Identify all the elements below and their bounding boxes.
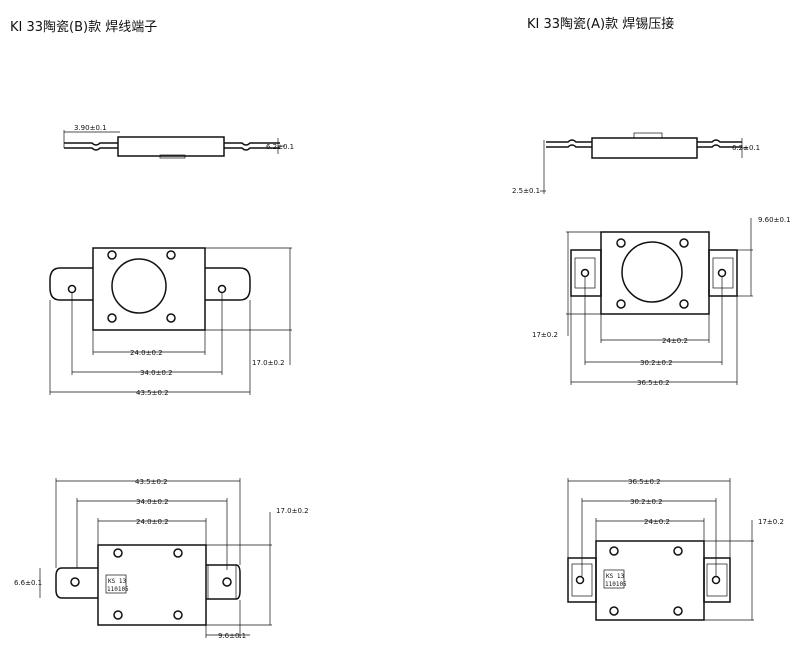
left-top-dim-4: 17.0±0.2 [252, 359, 285, 367]
left-bottom-dim-4: 17.0±0.2 [276, 507, 309, 515]
right-title: KI 33陶瓷(A)款 焊锡压接 [527, 16, 674, 32]
right-bottom-dim-1: 36.5±0.2 [628, 478, 661, 486]
right-top-view: 9.60±0.1 17±0.2 24±0.2 30.2±0.2 36.5±0.2 [532, 216, 791, 387]
left-bottom-dim-3: 24.0±0.2 [136, 518, 169, 526]
right-top-dim-3: 24±0.2 [662, 337, 688, 345]
left-bottom-dim-6: 9.6±0.1 [218, 632, 246, 640]
right-side-dim-1: 6.2±0.1 [732, 144, 760, 152]
right-bottom-label-2: 110105 [605, 581, 627, 588]
right-side-dim-2: 2.5±0.1 [512, 187, 540, 195]
right-bottom-label-1: KS 13 [606, 573, 624, 580]
right-bottom-dim-3: 24±0.2 [644, 518, 670, 526]
left-top-dim-2: 34.0±0.2 [140, 369, 173, 377]
left-bottom-label-2: 110105 [107, 586, 129, 593]
right-top-dim-1: 9.60±0.1 [758, 216, 791, 224]
right-top-dim-5: 36.5±0.2 [637, 379, 670, 387]
left-side-view: 3.90±0.1 6.2±0.1 [63, 124, 294, 159]
right-bottom-dim-4: 17±0.2 [758, 518, 784, 526]
left-bottom-dim-2: 34.0±0.2 [136, 498, 169, 506]
left-side-dim-2: 6.2±0.1 [266, 143, 294, 151]
right-top-dim-2: 17±0.2 [532, 331, 558, 339]
left-top-dim-1: 24.0±0.2 [130, 349, 163, 357]
left-bottom-label-1: KS 13 [108, 578, 126, 585]
right-side-view: 6.2±0.1 2.5±0.1 [512, 132, 760, 195]
left-bottom-view: KS 13 110105 43.5±0.2 34.0±0.2 24.0±0.2 … [14, 478, 309, 640]
left-top-dim-3: 43.5±0.2 [136, 389, 169, 397]
left-bottom-dim-1: 43.5±0.2 [135, 478, 168, 486]
left-title: KI 33陶瓷(B)款 焊线端子 [10, 19, 157, 35]
right-top-dim-4: 30.2±0.2 [640, 359, 673, 367]
left-top-view: 24.0±0.2 34.0±0.2 43.5±0.2 17.0±0.2 [49, 247, 292, 397]
left-side-dim-1: 3.90±0.1 [74, 124, 107, 132]
right-bottom-view: KS 13 110105 36.5±0.2 30.2±0.2 24±0.2 17… [567, 478, 784, 621]
right-bottom-dim-2: 30.2±0.2 [630, 498, 663, 506]
left-bottom-dim-5: 6.6±0.1 [14, 579, 42, 587]
